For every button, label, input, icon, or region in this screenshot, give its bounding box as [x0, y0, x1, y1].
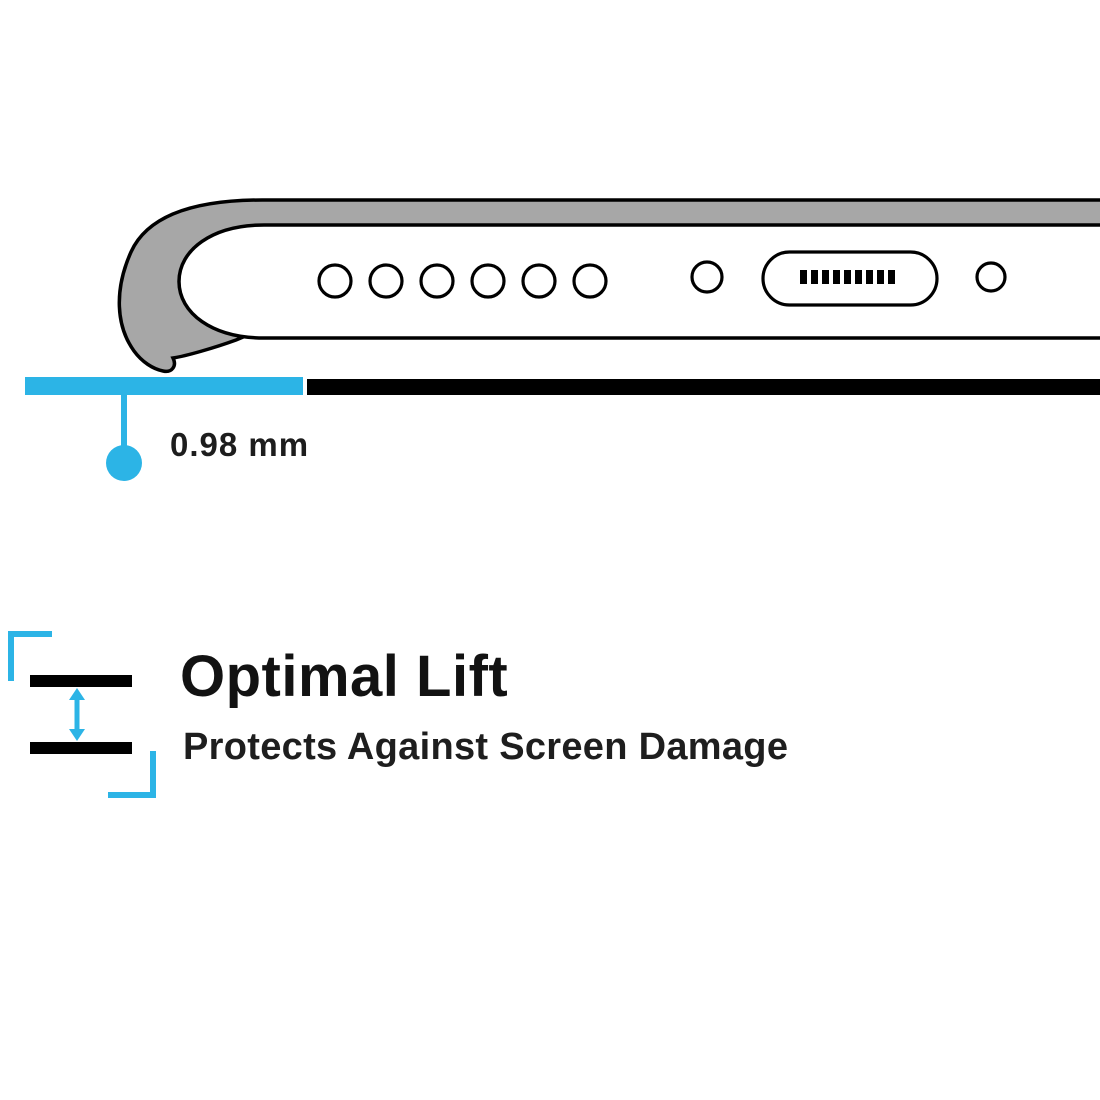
icon-bottom-bar	[30, 742, 132, 754]
feature-title: Optimal Lift	[180, 644, 509, 709]
measurement-label: 0.98 mm	[170, 426, 310, 463]
case-outer-shell	[117, 198, 1100, 374]
measurement-pointer-line	[121, 395, 127, 450]
icon-brackets	[8, 631, 156, 798]
feature-subtitle: Protects Against Screen Damage	[183, 726, 789, 768]
bracket-top-left-icon	[8, 631, 52, 681]
screen-plane-bar-group	[307, 379, 1100, 395]
illustration-outlined-group	[117, 198, 1100, 374]
screen-plane-bar	[307, 379, 1100, 395]
lift-measurement-group	[25, 377, 303, 481]
speaker-hole	[572, 263, 608, 299]
mic-hole	[690, 260, 724, 294]
screw-hole	[975, 261, 1007, 293]
speaker-hole	[317, 263, 353, 299]
port-pins	[800, 270, 895, 284]
phone-body	[177, 223, 1100, 340]
lift-arrow-icon	[69, 688, 85, 741]
optimal-lift-icon	[8, 631, 156, 798]
icon-bars	[30, 675, 132, 754]
speaker-hole	[368, 263, 404, 299]
phone-case-cross-section-illustration	[25, 198, 1100, 481]
speaker-grille	[317, 263, 608, 299]
case-lip-height-bar	[25, 377, 303, 395]
icon-top-bar	[30, 675, 132, 687]
measurement-pointer-dot	[106, 445, 142, 481]
speaker-hole	[419, 263, 455, 299]
bracket-bottom-right-icon	[108, 751, 156, 798]
speaker-hole	[470, 263, 506, 299]
speaker-hole	[521, 263, 557, 299]
